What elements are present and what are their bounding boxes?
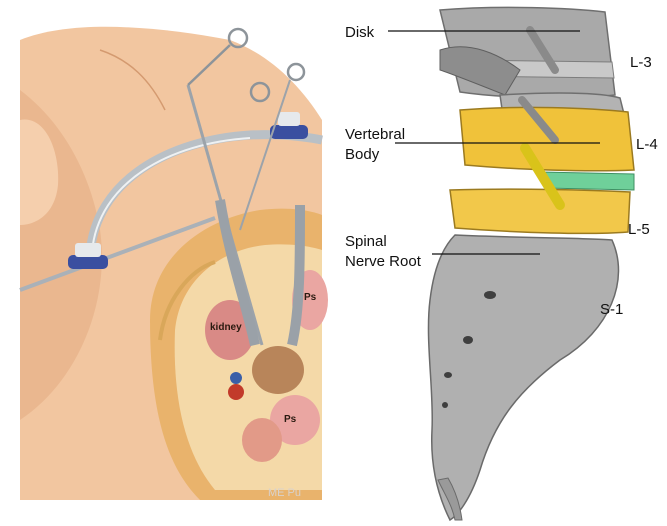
level-label-l5: L-5 <box>628 221 650 238</box>
vertebral-body-label-line2: Body <box>345 146 380 163</box>
vertebral-body-label-line1: Vertebral <box>345 126 405 143</box>
vena-cava <box>230 372 242 384</box>
kidney-label: kidney <box>210 322 242 333</box>
disk-label: Disk <box>345 24 375 41</box>
watermark-text: ME Pu <box>268 487 301 499</box>
lumbar-spine-panel: Disk Vertebral Body Spinal Nerve Root L-… <box>345 7 658 520</box>
surgical-approach-panel: kidney Ps Ps ME Pu <box>20 27 328 500</box>
spinal-canal <box>242 418 282 462</box>
level-label-l4: L-4 <box>636 136 658 153</box>
vertebra-l5-body <box>450 189 630 233</box>
sacral-foramen-3 <box>444 372 452 378</box>
spinal-nerve-label-line2: Nerve Root <box>345 253 422 270</box>
instrument-ring-3 <box>288 64 304 80</box>
sacral-foramen-1 <box>484 291 496 299</box>
sacral-foramen-2 <box>463 336 473 344</box>
level-label-s1: S-1 <box>600 301 623 318</box>
vertebra-l4-body <box>460 107 634 170</box>
psoas-label-bottom: Ps <box>284 414 297 425</box>
aorta <box>228 384 244 400</box>
level-label-l3: L-3 <box>630 54 652 71</box>
vertebral-body-section <box>252 346 304 394</box>
sacrum <box>428 235 618 520</box>
spinal-nerve-label-line1: Spinal <box>345 233 387 250</box>
sacral-foramen-4 <box>442 402 448 408</box>
psoas-label-top: Ps <box>304 292 317 303</box>
